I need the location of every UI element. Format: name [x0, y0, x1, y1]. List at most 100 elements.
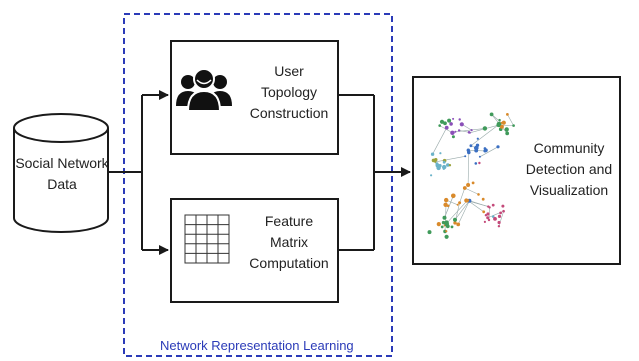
- graph-edge: [467, 152, 470, 186]
- representation-learning-frame: [123, 13, 393, 357]
- graph-node: [484, 148, 488, 153]
- graph-node: [442, 160, 446, 164]
- graph-node: [457, 129, 461, 132]
- graph-node: [445, 230, 448, 233]
- graph-node: [512, 124, 515, 127]
- graph-node: [501, 204, 505, 208]
- graph-node: [446, 204, 450, 208]
- graph-node: [493, 217, 497, 221]
- graph-node: [491, 215, 495, 218]
- graph-edge: [507, 114, 514, 126]
- graph-node: [436, 165, 441, 171]
- graph-node: [456, 203, 459, 206]
- graph-node: [506, 113, 509, 116]
- graph-node: [466, 183, 471, 187]
- graph-node: [484, 214, 488, 217]
- graph-node: [442, 215, 447, 220]
- graph-node: [440, 225, 444, 229]
- feature-line-1: Feature: [264, 213, 314, 229]
- graph-edge: [459, 130, 470, 133]
- graph-node: [450, 225, 454, 229]
- graph-node: [489, 112, 494, 117]
- grid-icon: [184, 214, 230, 264]
- graph-node: [481, 197, 485, 201]
- graph-edge: [459, 187, 466, 203]
- graph-node: [476, 137, 479, 140]
- graph-node: [482, 210, 486, 214]
- graph-node: [451, 193, 456, 199]
- graph-node: [444, 221, 450, 227]
- graph-node: [456, 222, 461, 227]
- graph-node: [444, 125, 449, 130]
- output-line-2: Detection and: [525, 161, 613, 177]
- graph-node: [497, 225, 501, 228]
- graph-node: [434, 158, 438, 162]
- feature-line-3: Computation: [249, 255, 329, 271]
- graph-edge: [470, 125, 498, 146]
- graph-edge: [432, 127, 447, 155]
- graph-node: [496, 121, 502, 127]
- graph-node: [435, 162, 439, 166]
- graph-node: [504, 127, 509, 132]
- graph-node: [454, 130, 457, 133]
- merge-connector: [338, 94, 411, 251]
- graph-node: [444, 234, 449, 239]
- community-detection-label: Community Detection and Visualization: [518, 138, 620, 201]
- graph-node: [474, 162, 478, 165]
- community-detection-box: [412, 76, 621, 265]
- graph-node: [448, 164, 452, 167]
- graph-node: [497, 220, 501, 225]
- feature-matrix-label: Feature Matrix Computation: [242, 211, 336, 274]
- graph-node: [501, 120, 506, 125]
- graph-node: [482, 126, 488, 131]
- graph-node: [497, 214, 502, 218]
- graph-node: [499, 124, 504, 129]
- graph-node: [446, 163, 450, 167]
- graph-node: [478, 155, 481, 158]
- graph-node: [468, 131, 471, 134]
- graph-node: [471, 181, 475, 185]
- graph-node: [467, 150, 471, 155]
- graph-node: [453, 221, 457, 225]
- graph-node: [441, 220, 446, 225]
- output-line-1: Community: [533, 140, 605, 156]
- source-line-1: Social Network: [15, 155, 109, 171]
- graph-edge: [479, 146, 499, 158]
- graph-node: [439, 152, 442, 155]
- graph-node: [442, 164, 447, 170]
- graph-node: [477, 193, 480, 196]
- graph-node: [443, 202, 448, 207]
- graph-node: [438, 124, 442, 127]
- graph-node: [436, 222, 441, 227]
- graph-node: [491, 203, 495, 207]
- graph-node: [462, 186, 467, 190]
- social-network-data-cylinder: [13, 113, 109, 233]
- graph-node: [464, 198, 469, 203]
- network-graph-icon: [427, 112, 515, 239]
- graph-node: [486, 212, 490, 216]
- graph-node: [450, 130, 455, 135]
- graph-node: [458, 201, 462, 205]
- split-connector: [108, 90, 169, 255]
- graph-node: [439, 119, 445, 124]
- graph-node: [469, 144, 473, 148]
- graph-node: [488, 206, 491, 209]
- graph-node: [452, 117, 455, 120]
- graph-node: [483, 220, 486, 223]
- graph-node: [475, 143, 480, 147]
- group-caption: Network Representation Learning: [160, 338, 354, 353]
- graph-edge: [435, 156, 466, 163]
- output-line-3: Visualization: [529, 182, 609, 198]
- source-line-2: Data: [47, 176, 77, 192]
- graph-node: [498, 118, 501, 122]
- graph-node: [430, 152, 435, 156]
- graph-node: [443, 121, 447, 126]
- topology-line-1: User: [274, 63, 304, 79]
- graph-edge: [464, 187, 479, 195]
- graph-node: [444, 197, 449, 203]
- graph-edge: [491, 114, 502, 124]
- graph-edge: [455, 128, 485, 133]
- graph-node: [458, 118, 461, 121]
- graph-node: [496, 145, 500, 149]
